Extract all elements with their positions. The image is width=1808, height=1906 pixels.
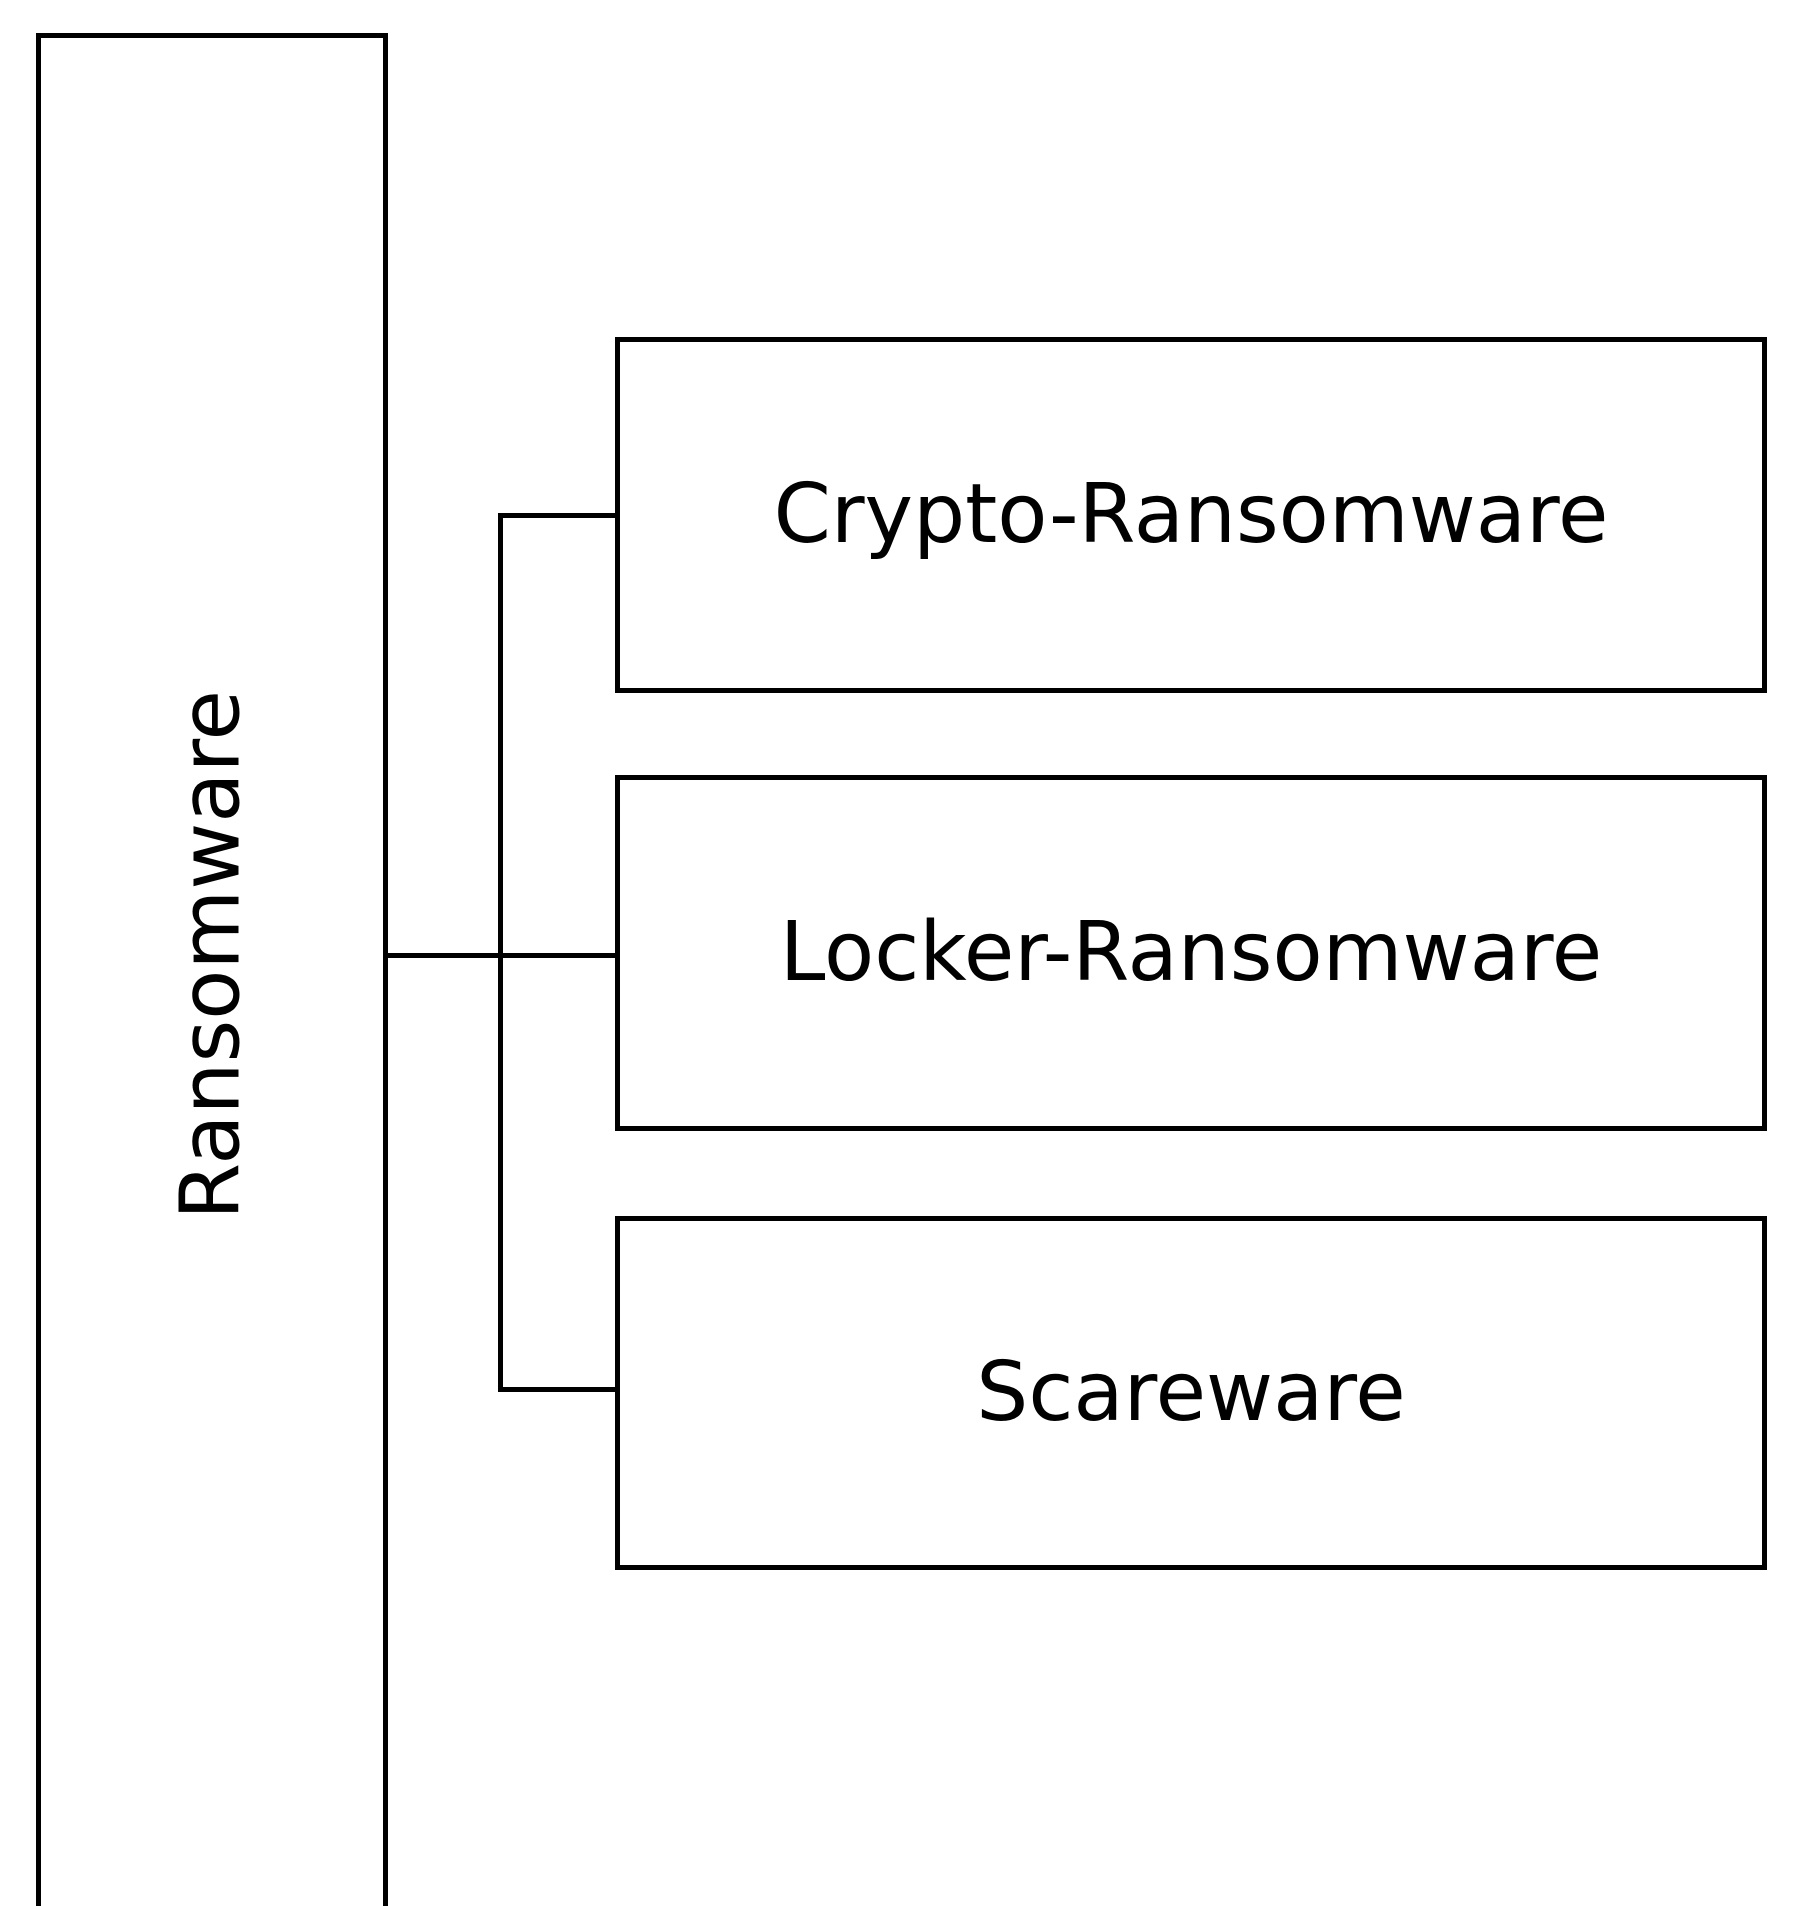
branch-connector-crypto bbox=[498, 513, 617, 518]
root-node-box bbox=[36, 33, 388, 1906]
child-node-crypto-ransomware: Crypto-Ransomware bbox=[615, 337, 1767, 693]
child-node-locker-ransomware: Locker-Ransomware bbox=[615, 775, 1767, 1131]
child-node-label: Locker-Ransomware bbox=[779, 904, 1603, 1000]
root-node-label: Ransomware bbox=[163, 690, 259, 1220]
child-node-label: Scareware bbox=[976, 1344, 1406, 1440]
child-node-label: Crypto-Ransomware bbox=[773, 466, 1609, 562]
child-node-scareware: Scareware bbox=[615, 1216, 1767, 1570]
branch-spine-line bbox=[498, 513, 503, 1392]
branch-connector-scareware bbox=[498, 1387, 617, 1392]
